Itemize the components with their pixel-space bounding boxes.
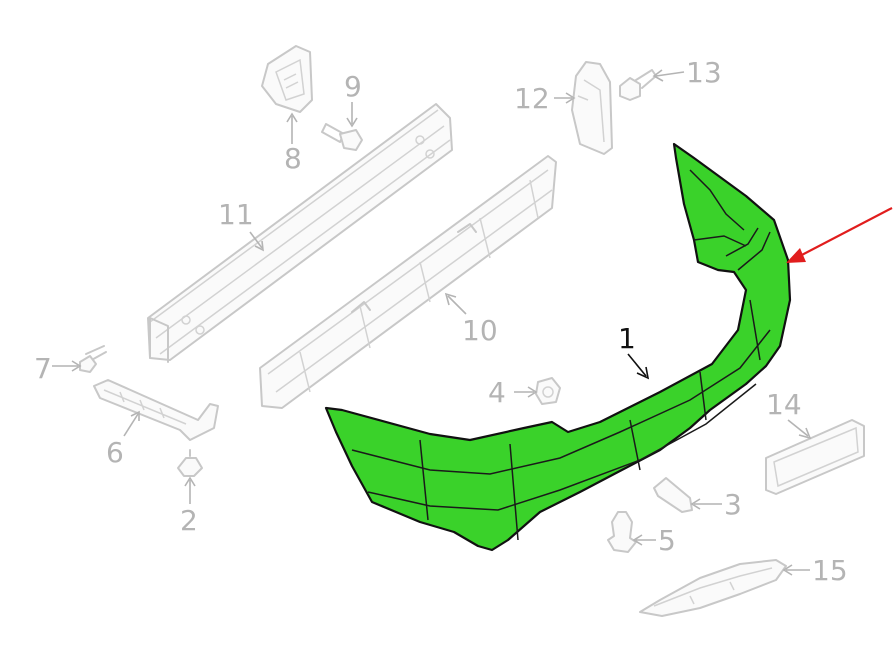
label-14: 14 — [766, 388, 802, 421]
part-10-energy-absorber[interactable] — [259, 155, 557, 409]
label-5: 5 — [658, 524, 676, 557]
label-7: 7 — [34, 352, 52, 385]
label-1: 1 — [618, 322, 636, 355]
label-8: 8 — [284, 142, 302, 175]
callout-labels: 1 2 3 4 5 6 7 8 9 10 11 12 13 14 15 — [34, 56, 848, 587]
label-11: 11 — [218, 198, 254, 231]
part-7-screw[interactable] — [79, 345, 107, 373]
pointer-arrow — [786, 207, 893, 263]
part-8-bracket[interactable] — [261, 45, 313, 113]
part-4-grommet[interactable] — [535, 377, 561, 405]
label-10: 10 — [462, 314, 498, 347]
label-4: 4 — [488, 376, 506, 409]
label-9: 9 — [344, 70, 362, 103]
part-11-reinforcement-beam[interactable] — [147, 103, 453, 363]
part-13-screw[interactable] — [619, 69, 657, 101]
part-1-bumper-cover[interactable] — [324, 142, 792, 552]
part-5-push-clip[interactable] — [607, 511, 637, 553]
label-6: 6 — [106, 436, 124, 469]
label-13: 13 — [686, 56, 722, 89]
label-12: 12 — [514, 82, 550, 115]
part-14-reflector[interactable] — [765, 419, 865, 495]
part-12-side-bracket[interactable] — [571, 61, 613, 155]
part-15-deflector[interactable] — [639, 559, 787, 617]
part-9-bolt[interactable] — [321, 123, 363, 151]
label-3: 3 — [724, 488, 742, 521]
part-6-side-guide[interactable] — [93, 379, 219, 441]
label-15: 15 — [812, 554, 848, 587]
leader-lines — [52, 69, 812, 576]
label-2: 2 — [180, 504, 198, 537]
part-3-pin[interactable] — [653, 477, 693, 513]
part-2-clip[interactable] — [177, 449, 203, 477]
